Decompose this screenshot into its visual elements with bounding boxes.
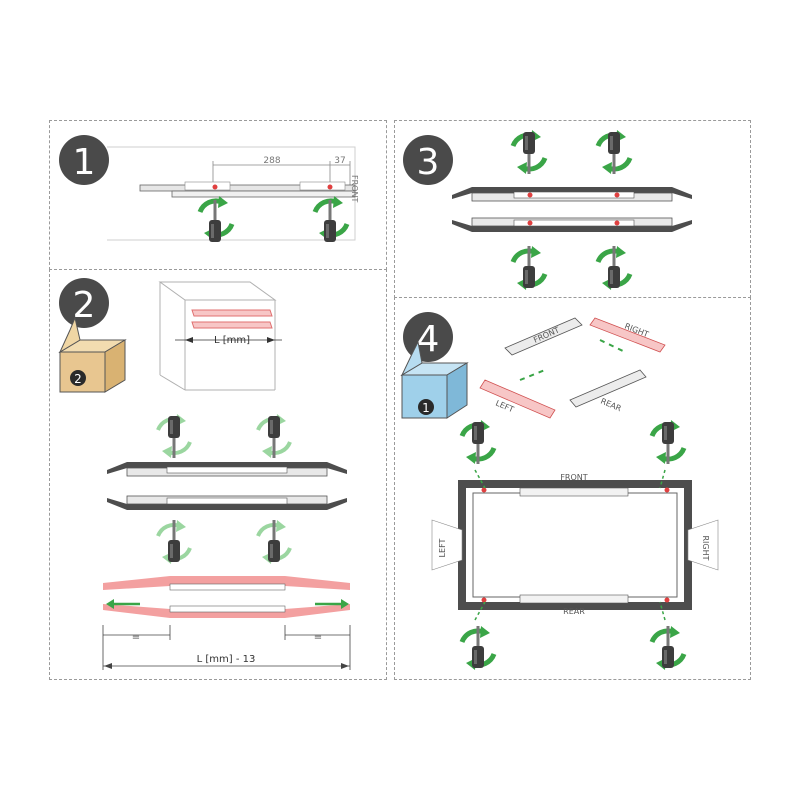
box-number: 2: [74, 372, 82, 386]
step-2-drawing: 2 2 L [mm]: [58, 278, 351, 670]
frame-right-label: RIGHT: [701, 535, 710, 560]
frame-rear-label: REAR: [563, 607, 585, 616]
equal-mark-right: =: [314, 632, 322, 643]
step-number-2: 2: [73, 285, 96, 326]
frame-front-label: FRONT: [560, 473, 587, 482]
step-3-drawing: 3: [403, 130, 692, 290]
frame-assembly: FRONT REAR LEFT RIGHT: [431, 473, 719, 616]
step-number-4: 4: [417, 319, 440, 360]
part-front-label: FRONT: [532, 325, 561, 344]
step-1-panel: [49, 120, 387, 270]
dimension-37: 37: [334, 156, 345, 166]
length-diagram: = = L [mm] - 13: [102, 576, 351, 670]
step-number-1-circle: [59, 135, 109, 185]
step-number-1: 1: [73, 142, 96, 183]
frame-left-label: LEFT: [438, 538, 447, 557]
dimension-288: 288: [263, 156, 280, 166]
front-label: FRONT: [350, 175, 359, 202]
step-3-panel: [394, 120, 751, 298]
step-1-drawing: 1 288 37 FRONT: [59, 135, 359, 242]
step-number-3: 3: [417, 142, 440, 183]
width-label: L [mm]: [214, 335, 250, 346]
equal-mark-left: =: [132, 632, 140, 643]
box-icon: 1: [400, 340, 469, 419]
part-rear-label: REAR: [599, 397, 623, 414]
step-4-drawing: 4 1 FRONT RIGHT LEFT REAR: [400, 312, 719, 670]
box-number: 1: [422, 401, 430, 415]
step-4-panel: [394, 297, 751, 680]
box-icon: 2: [58, 316, 127, 393]
length-label: L [mm] - 13: [197, 654, 256, 665]
step-2-panel: [49, 269, 387, 680]
